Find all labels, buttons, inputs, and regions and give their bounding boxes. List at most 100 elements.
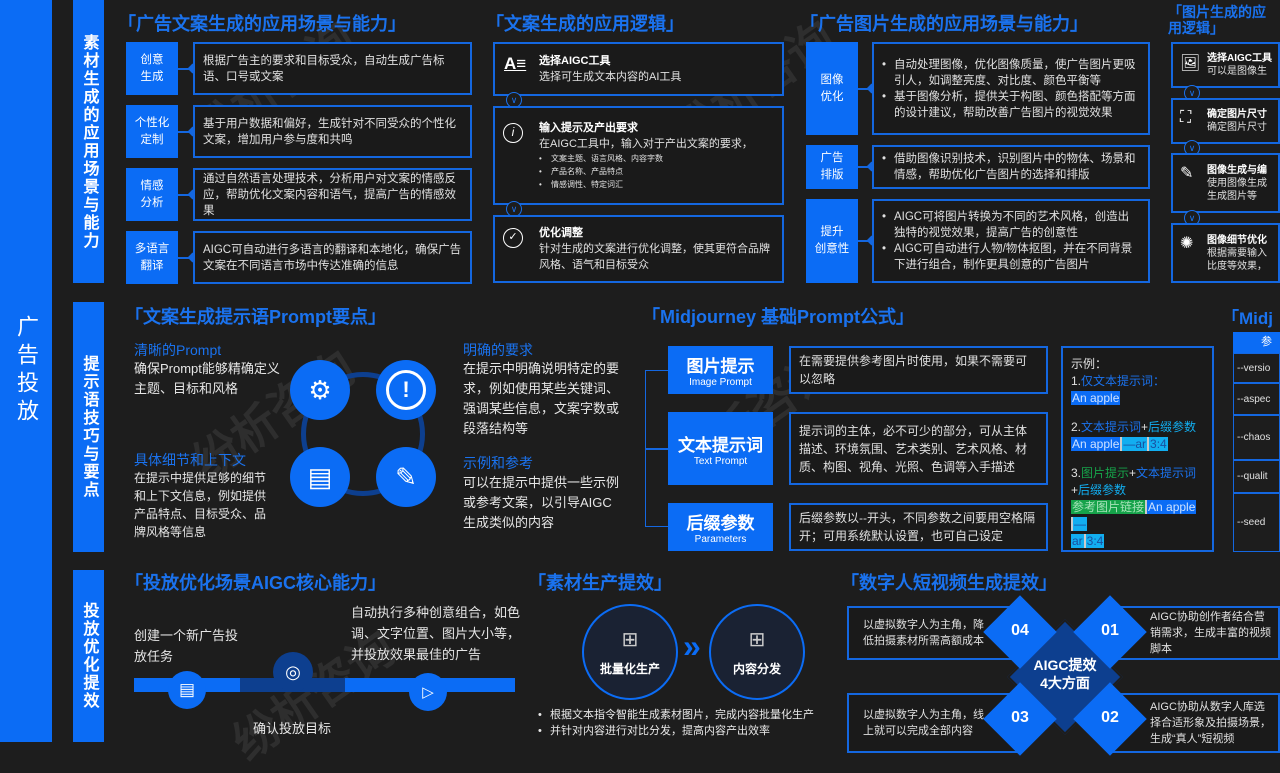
step-title: 优化调整	[539, 227, 583, 239]
copy-logic-title: 「文案生成的应用逻辑」	[486, 14, 684, 34]
step-title: 选择AIGC工具	[1207, 53, 1272, 64]
alert-icon: !	[376, 360, 436, 420]
connector	[858, 166, 872, 168]
connector	[178, 131, 193, 133]
play-cycle-icon: ▷	[409, 673, 447, 711]
step-create: 创建一个新广告投放任务	[134, 628, 239, 664]
image-gen-title: 「广告图片生成的应用场景与能力」	[800, 14, 1088, 34]
step-desc: 针对生成的文案进行优化调整，使其更符合品牌风格、语气和目标受众	[539, 243, 770, 271]
example-ratio: 3:4	[1147, 437, 1168, 451]
material-bullets: 根据文本指令智能生成素材图片，完成内容批量化生产 并针对内容进行对比分发，提高内…	[538, 707, 828, 739]
image-sparkle-icon: ✺	[1180, 235, 1194, 252]
mj-label-zh: 图片提示	[686, 357, 755, 376]
step-bullet: 文案主题、语言风格、内容字数	[539, 152, 774, 165]
image-desc: 借助图像识别技术，识别图片中的物体、场景和情感，帮助优化广告图片的选择和排版	[872, 145, 1150, 189]
table-row: --seed	[1233, 493, 1280, 552]
edit-icon: ✎	[376, 447, 436, 507]
image-bullet: 基于图像分析，提供关于构图、颜色搭配等方面的设计建议，帮助改善广告图片的视觉效果	[882, 89, 1140, 121]
center-label: AIGC提效 4大方面	[1033, 657, 1097, 691]
image-edit-icon: ✎	[1180, 165, 1194, 182]
target-check-icon: ◎	[273, 652, 313, 692]
mj-desc: 后缀参数以--开头，不同参数之间要用空格隔开；可用系统默认设置，也可自己设定	[789, 503, 1048, 551]
side-label: 广告投放	[0, 0, 52, 742]
material-bullet: 根据文本指令智能生成素材图片，完成内容批量化生产	[538, 707, 828, 723]
step-desc: 在AIGC工具中，输入对于产出文案的要求，	[539, 138, 753, 150]
example-link: 参考图片链接	[1071, 500, 1146, 514]
section-delivery: 投放优化提效	[73, 570, 104, 742]
table-header: 参	[1233, 332, 1280, 353]
connector	[858, 88, 872, 90]
table-row: --versio	[1233, 353, 1280, 383]
step-title: 输入提示及产出要求	[539, 122, 638, 134]
connector	[178, 68, 193, 70]
mj-label-zh: 文本提示词	[678, 435, 763, 455]
section-material: 素材生成的应用场景与能力	[73, 0, 104, 283]
example-title: 示例：	[1071, 357, 1108, 371]
step-title: 确定图片尺寸	[1207, 109, 1267, 120]
image-bullet: 自动处理图像，优化图像质量，使广告图片更吸引人，如调整亮度、对比度、颜色平衡等	[882, 57, 1140, 89]
aspect-num: 03	[1011, 709, 1029, 726]
copy-desc: 通过自然语言处理技术，分析用户对文案的情感反应，帮助优化文案内容和语气，提高广告…	[193, 168, 472, 221]
step-title: 选择AIGC工具	[539, 55, 611, 67]
image-bullet: AIGC可将图片转换为不同的艺术风格，创造出独特的视觉效果，提高广告的创意性	[882, 209, 1140, 241]
example-ratio: 3:4	[1083, 534, 1105, 548]
image-bullet: 借助图像识别技术，识别图片中的物体、场景和情感，帮助优化广告图片的选择和排版	[882, 151, 1140, 183]
image-icon: 🖼	[1180, 55, 1201, 72]
code-gear-icon: ⚙	[290, 360, 350, 420]
material-eff-title: 「素材生产提效」	[528, 573, 672, 593]
example-label: 图片提示	[1081, 466, 1130, 480]
copy-label: 情感 分析	[126, 168, 178, 221]
example-num: 2.	[1071, 420, 1082, 434]
check-cycle-icon: ✓	[503, 228, 523, 248]
step-bullet: 情感调性、特定词汇	[539, 178, 774, 191]
mj-desc: 提示词的主体，必不可少的部分，可从主体描述、环境氛围、艺术类别、艺术风格、材质、…	[789, 412, 1048, 485]
example-label: 文本提示词	[1081, 420, 1142, 434]
batch-production: ⊞ 批量化生产	[582, 604, 678, 700]
logic-step: 优化调整 针对生成的文案进行优化调整，使其更符合品牌风格、语气和目标受众	[493, 215, 784, 283]
copy-desc: 根据广告主的要求和目标受众，自动生成广告标语、口号或文案	[193, 42, 472, 95]
document-add-icon: ▤	[168, 671, 206, 709]
chevron-down-icon: ∨	[1184, 210, 1200, 226]
content-distribution: ⊞ 内容分发	[709, 604, 805, 700]
section-prompt: 提示语技巧与要点	[73, 302, 104, 552]
point-body: 可以在提示中提供一些示例或参考文案，以引导AIGC生成类似的内容	[463, 475, 620, 530]
image-desc: 自动处理图像，优化图像质量，使广告图片更吸引人，如调整亮度、对比度、颜色平衡等 …	[872, 42, 1150, 135]
logic-step: 输入提示及产出要求 在AIGC工具中，输入对于产出文案的要求， 文案主题、语言风…	[493, 106, 784, 205]
cycle-ring	[301, 372, 425, 496]
image-logic-title: 「图片生成的应用逻辑」	[1168, 4, 1266, 36]
example-text: An apple	[1071, 437, 1121, 451]
prompt-points-title: 「文案生成提示语Prompt要点」	[125, 307, 386, 327]
plus: +	[1071, 483, 1079, 497]
text-format-icon: A≡	[504, 54, 527, 73]
connector	[178, 194, 193, 196]
plus: +	[1129, 466, 1137, 480]
example-num: 1.	[1071, 374, 1082, 388]
example-param: —	[1071, 517, 1087, 531]
point-heading: 示例和参考	[463, 455, 533, 471]
point-heading: 清晰的Prompt	[134, 342, 222, 358]
step-confirm: 确认投放目标	[253, 721, 332, 736]
copy-desc: AIGC可自动进行多语言的翻译和本地化，确保广告文案在不同语言市场中传达准确的信…	[193, 231, 472, 284]
example-label: 仅文本提示词：	[1081, 374, 1166, 388]
table-row: --aspec	[1233, 383, 1280, 415]
copy-desc: 基于用户数据和偏好，生成针对不同受众的个性化文案，增加用户参与度和共鸣	[193, 105, 472, 158]
example-label: 文本提示词	[1136, 466, 1197, 480]
point-body: 在提示中提供足够的细节和上下文信息，例如提供产品特点、目标受众、品牌风格等信息	[134, 471, 267, 539]
example-text: An apple	[1071, 391, 1121, 405]
material-bullet: 并针对内容进行对比分发，提高内容产出效率	[538, 723, 828, 739]
point-body: 确保Prompt能够精确定义主题、目标和风格	[134, 361, 280, 396]
batch-label: 批量化生产	[599, 662, 660, 676]
connector	[858, 240, 872, 242]
mj-params-title: 「Midj	[1222, 309, 1273, 328]
delivery-opt-title: 「投放优化场景AIGC核心能力」	[125, 573, 386, 593]
image-desc: AIGC可将图片转换为不同的艺术风格，创造出独特的视觉效果，提高广告的创意性 A…	[872, 199, 1150, 283]
image-step: 选择AIGC工具 可以是图像生	[1171, 42, 1280, 88]
example-text: An apple	[1145, 500, 1197, 514]
connector	[178, 257, 193, 259]
step-desc: 确定图片尺寸	[1207, 122, 1267, 133]
step-desc: 可以是图像生	[1207, 66, 1267, 77]
point-heading: 明确的要求	[463, 342, 533, 358]
